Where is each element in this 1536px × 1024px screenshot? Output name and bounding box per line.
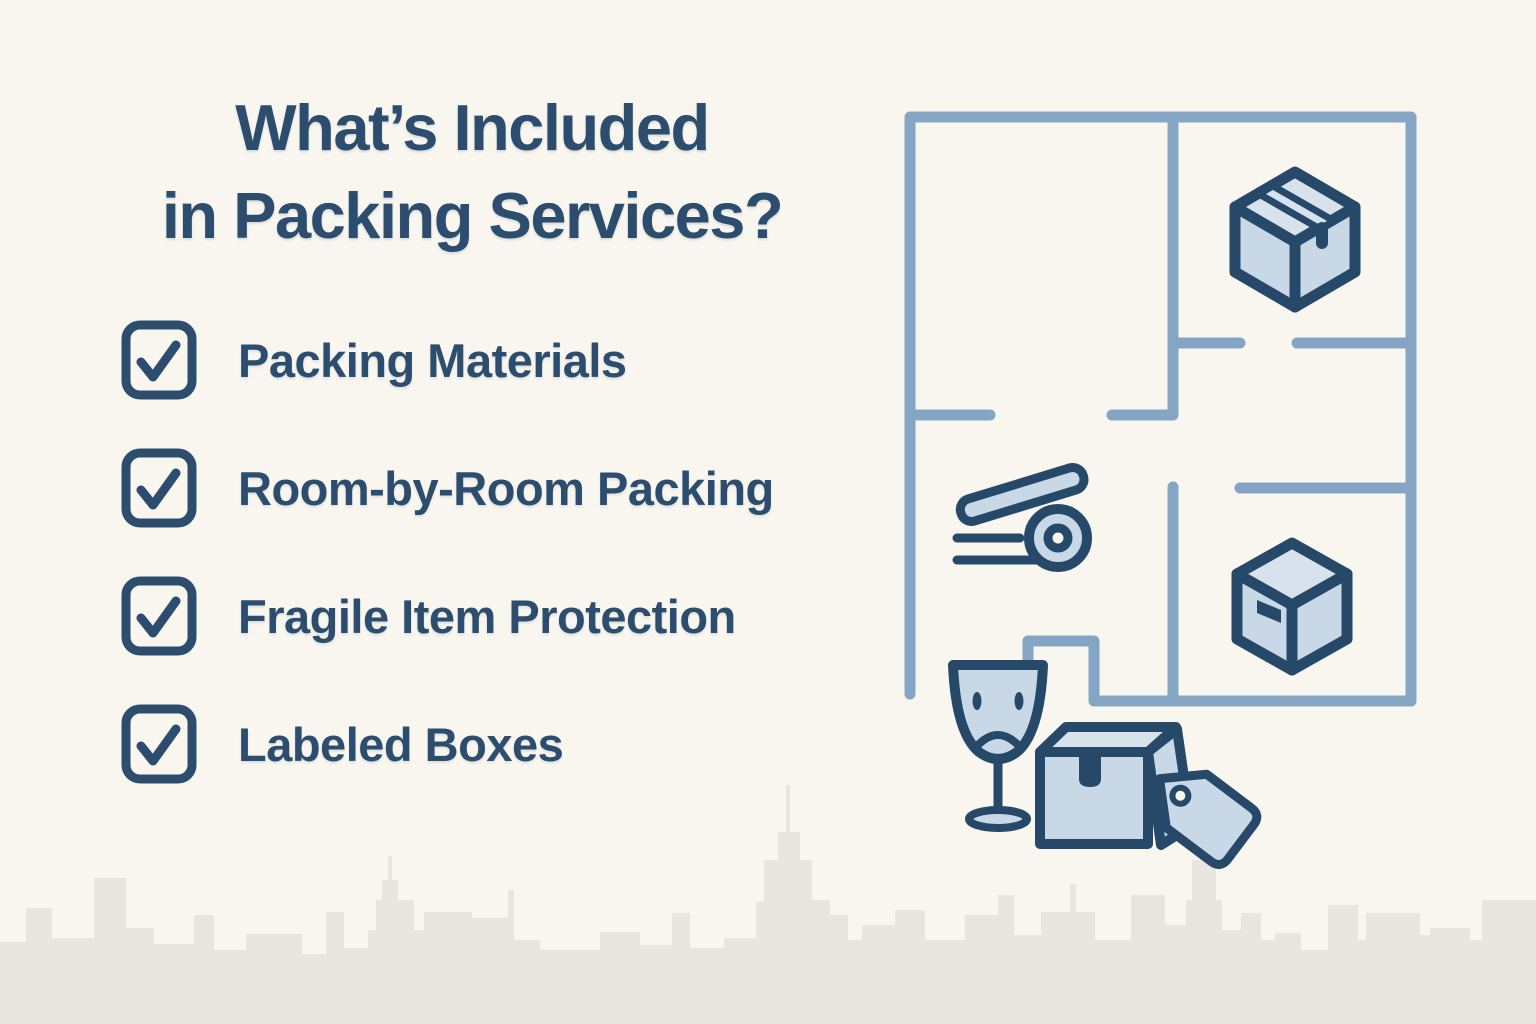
- skyline-path: [0, 785, 1536, 1024]
- glass-bowl: [948, 660, 1048, 764]
- labeled-box-front-face: [1035, 747, 1153, 849]
- checked-checkbox-icon: [118, 576, 198, 656]
- checkmark-icon: [136, 724, 181, 766]
- checklist-item-label: Labeled Boxes: [238, 717, 564, 771]
- glass-frown: [975, 731, 1021, 748]
- checklist-item: Labeled Boxes: [118, 704, 774, 784]
- checkbox-frame: [121, 576, 197, 656]
- taped-box-icon: [1229, 166, 1361, 313]
- labeled-box-tape-tab: [1079, 748, 1101, 787]
- checked-checkbox-icon: [118, 448, 198, 528]
- tape-strip: [955, 463, 1089, 526]
- checklist: Packing Materials Room-by-Room Packing F…: [118, 320, 774, 832]
- checklist-item: Fragile Item Protection: [118, 576, 774, 656]
- checklist-item-label: Fragile Item Protection: [238, 589, 736, 643]
- checkbox-frame: [121, 320, 197, 400]
- checked-checkbox-icon: [118, 704, 198, 784]
- tag-hole: [1169, 784, 1192, 807]
- cube-box-icon: [1231, 537, 1353, 676]
- cube-right-face: [1286, 568, 1353, 676]
- floor-plan-bottom-wall: [1022, 635, 1417, 707]
- checkmark-icon: [136, 468, 181, 510]
- floor-plan: [904, 111, 1417, 707]
- checklist-item-label: Room-by-Room Packing: [238, 461, 774, 515]
- glass-eye-left: [972, 692, 982, 710]
- checked-checkbox-icon: [118, 320, 198, 400]
- floor-plan-outer-wall: [904, 111, 1417, 707]
- box-tape-band: [1255, 182, 1338, 233]
- checklist-item: Room-by-Room Packing: [118, 448, 774, 528]
- checkbox-frame: [121, 448, 197, 528]
- checkbox-frame: [121, 704, 197, 784]
- tape-roll-core: [1043, 523, 1073, 553]
- checkmark-icon: [136, 340, 181, 382]
- sad-wine-glass-icon: [948, 660, 1048, 832]
- glass-eye-right: [1014, 692, 1024, 710]
- cube-label-mark: [1257, 600, 1281, 623]
- labeled-box-with-tag-icon: [1035, 722, 1262, 869]
- page-title: What’s Included in Packing Services?: [72, 84, 872, 260]
- checkmark-icon: [136, 596, 181, 638]
- box-right-face: [1289, 201, 1361, 313]
- price-tag-icon: [1154, 769, 1262, 869]
- title-line-1: What’s Included: [235, 91, 710, 164]
- checklist-item: Packing Materials: [118, 320, 774, 400]
- title-line-2: in Packing Services?: [161, 179, 784, 252]
- glass-base: [965, 806, 1031, 832]
- checklist-item-label: Packing Materials: [238, 333, 627, 387]
- floor-plan-inner-wall-upper: [1106, 111, 1179, 421]
- tape-dispenser-icon: [952, 463, 1092, 572]
